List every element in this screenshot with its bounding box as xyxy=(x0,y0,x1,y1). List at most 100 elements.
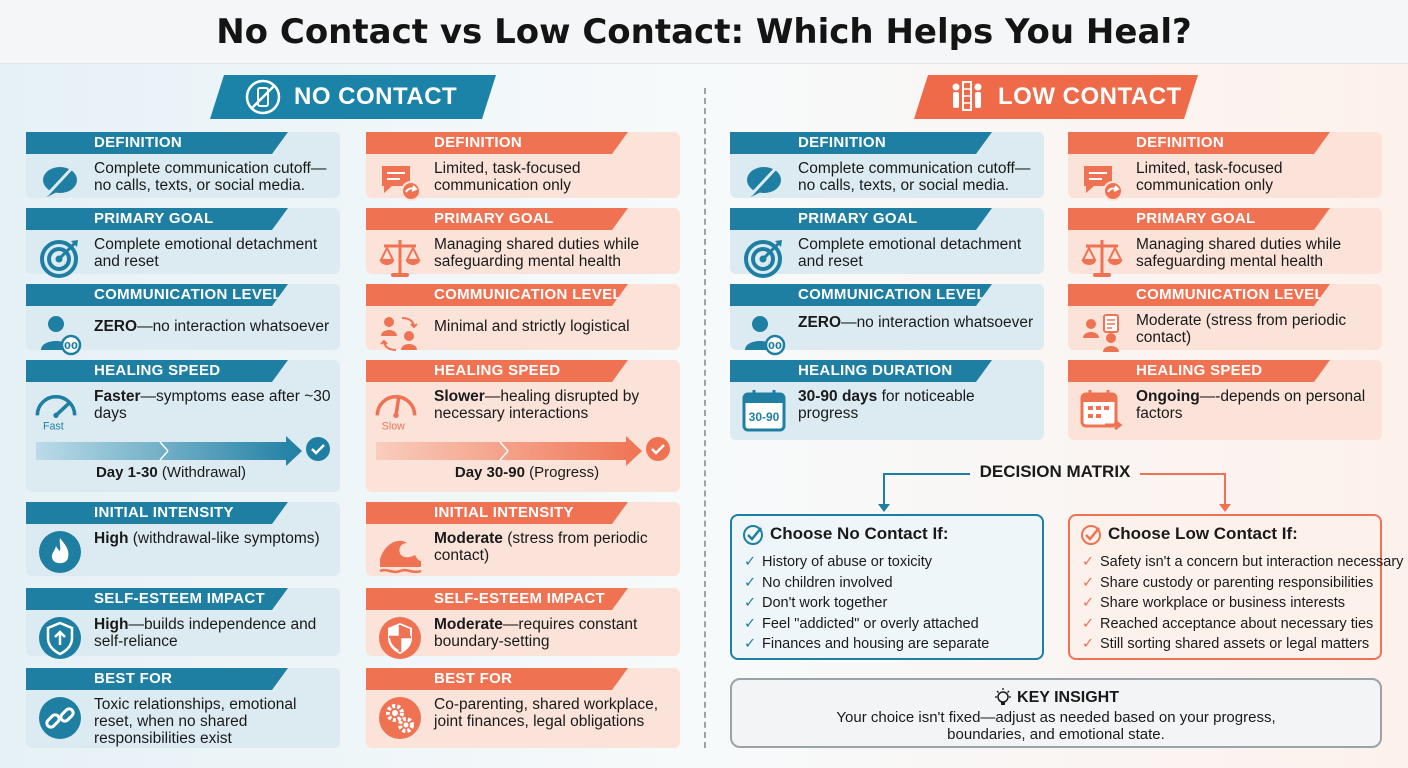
check-icon: ✓ xyxy=(744,554,757,570)
no-contact-banner-label: NO CONTACT xyxy=(294,83,458,110)
card-text: ZERO—no interaction whatsoever xyxy=(798,314,1034,331)
scale-icon xyxy=(376,234,424,282)
healing-duration-card: HEALING DURATION 30-90 30-90 days for no… xyxy=(730,360,1044,440)
check-circle-icon xyxy=(1081,525,1101,545)
check-icon: ✓ xyxy=(1082,636,1095,652)
key-insight-box: KEY INSIGHT Your choice isn't fixed—adju… xyxy=(730,678,1382,748)
card-label: HEALING SPEED xyxy=(366,360,628,382)
gauge-slow-icon: Slow xyxy=(372,386,420,434)
choose-no-contact-panel: Choose No Contact If: ✓History of abuse … xyxy=(730,514,1044,660)
card-text: Complete emotional detachment and reset xyxy=(94,236,318,270)
withdrawal-progress-label: Day 1-30 (Withdrawal) xyxy=(95,464,247,481)
no-contact-criteria-list: ✓History of abuse or toxicity ✓No childr… xyxy=(744,552,989,655)
communication-level-card: COMMUNICATION LEVEL 00 ZERO—no interacti… xyxy=(26,284,340,356)
card-text: Limited, task-focused communication only xyxy=(1136,160,1283,194)
check-icon: ✓ xyxy=(744,574,757,591)
card-label: INITIAL INTENSITY xyxy=(26,502,288,524)
chat-slash-icon xyxy=(36,158,84,206)
list-item: ✓History of abuse or toxicity xyxy=(744,552,989,573)
healing-speed-card: HEALING SPEED Fast Faster—symptoms ease … xyxy=(26,360,340,492)
card-label: BEST FOR xyxy=(366,668,628,690)
card-label: HEALING DURATION xyxy=(730,360,992,382)
primary-goal-card: PRIMARY GOAL Complete emotional detachme… xyxy=(26,208,340,278)
initial-intensity-card: INITIAL INTENSITY High (withdrawal-like … xyxy=(26,502,340,576)
list-item: ✓Safety isn't a concern but interaction … xyxy=(1082,552,1403,573)
card-text: Co-parenting, shared workplace, joint fi… xyxy=(434,696,659,730)
target-icon xyxy=(36,234,84,282)
definition-card: DEFINITION Limited, task-focused communi… xyxy=(366,132,680,201)
card-text: Managing shared duties while safeguardin… xyxy=(1136,236,1342,270)
self-esteem-impact-card: SELF-ESTEEM IMPACT High—builds independe… xyxy=(26,588,340,659)
card-label: DEFINITION xyxy=(26,132,288,154)
card-label: COMMUNICATION LEVEL xyxy=(366,284,628,306)
low-contact-banner-label: LOW CONTACT xyxy=(998,83,1182,110)
people-wall-icon xyxy=(948,78,986,116)
card-label: COMMUNICATION LEVEL xyxy=(730,284,992,306)
card-label: COMMUNICATION LEVEL xyxy=(26,284,288,306)
person-zero-icon: 00 xyxy=(740,310,788,358)
gears-icon xyxy=(376,694,424,742)
list-item: ✓Still sorting shared assets or legal ma… xyxy=(1082,634,1403,655)
card-text: Toxic relationships, emotional reset, wh… xyxy=(94,696,297,747)
list-item: ✓Reached acceptance about necessary ties xyxy=(1082,614,1403,635)
progress-phase-bar xyxy=(376,436,672,466)
key-insight-title: KEY INSIGHT xyxy=(732,688,1380,708)
card-label: COMMUNICATION LEVEL xyxy=(1068,284,1330,306)
best-for-card: BEST FOR Co-parenting, shared workplace,… xyxy=(366,668,680,748)
card-text: Complete communication cutoff—no calls, … xyxy=(798,160,1031,194)
definition-card: DEFINITION Complete communication cutoff… xyxy=(26,132,340,198)
card-label: DEFINITION xyxy=(730,132,992,154)
flame-icon xyxy=(36,528,84,576)
card-text: 30-90 days for noticeable progress xyxy=(798,388,975,422)
center-divider xyxy=(704,88,706,748)
card-text: High (withdrawal-like symptoms) xyxy=(94,530,320,547)
lightbulb-icon xyxy=(995,688,1012,705)
decision-matrix-arrows xyxy=(878,473,1231,512)
definition-card: DEFINITION Complete communication cutoff… xyxy=(730,132,1044,198)
check-icon: ✓ xyxy=(1082,615,1095,632)
best-for-card: BEST FOR Toxic relationships, emotional … xyxy=(26,668,340,748)
card-text: Faster—symptoms ease after ~30 days xyxy=(94,388,331,422)
card-label: BEST FOR xyxy=(26,668,288,690)
key-insight-body: Your choice isn't fixed—adjust as needed… xyxy=(836,709,1276,743)
svg-text:00: 00 xyxy=(768,341,782,352)
communication-level-card: COMMUNICATION LEVEL Moderate (stress fro… xyxy=(1068,284,1382,352)
check-circle-icon xyxy=(743,525,763,545)
communication-level-card: COMMUNICATION LEVEL 00 ZERO—no interacti… xyxy=(730,284,1044,356)
chat-slash-icon xyxy=(740,158,788,206)
initial-intensity-card: INITIAL INTENSITY Moderate (stress from … xyxy=(366,502,680,576)
calendar-arrow-icon xyxy=(1078,386,1126,434)
card-text: Moderate—requires constant boundary-sett… xyxy=(434,616,638,650)
card-text: Minimal and strictly logistical xyxy=(434,318,630,335)
card-text: ZERO—no interaction whatsoever xyxy=(94,318,330,335)
svg-text:00: 00 xyxy=(64,341,78,352)
choose-low-contact-heading: Choose Low Contact If: xyxy=(1108,524,1298,543)
shield-up-icon xyxy=(36,614,84,662)
list-item: ✓Share custody or parenting responsibili… xyxy=(1082,573,1403,594)
card-text: Managing shared duties while safeguardin… xyxy=(434,236,640,270)
card-label: PRIMARY GOAL xyxy=(26,208,288,230)
list-item: ✓Feel "addicted" or overly attached xyxy=(744,614,989,635)
list-item: ✓Finances and housing are separate xyxy=(744,634,989,655)
target-icon xyxy=(740,234,788,282)
check-icon: ✓ xyxy=(744,636,757,652)
low-contact-banner: LOW CONTACT xyxy=(914,75,1198,119)
person-zero-icon: 00 xyxy=(36,310,84,358)
broken-link-icon xyxy=(36,694,84,742)
check-icon: ✓ xyxy=(1082,554,1095,570)
progress-phase-label: Day 30-90 (Progress) xyxy=(454,464,600,481)
card-text: Slower—healing disrupted by necessary in… xyxy=(434,388,640,422)
check-icon: ✓ xyxy=(1082,574,1095,591)
card-label: PRIMARY GOAL xyxy=(1068,208,1330,230)
list-item: ✓Don't work together xyxy=(744,593,989,614)
check-icon: ✓ xyxy=(744,615,757,632)
choose-no-contact-heading: Choose No Contact If: xyxy=(770,524,949,543)
people-document-icon xyxy=(1078,310,1126,358)
card-label: PRIMARY GOAL xyxy=(366,208,628,230)
card-label: INITIAL INTENSITY xyxy=(366,502,628,524)
card-text: Moderate (stress from periodic contact) xyxy=(1136,312,1347,346)
calendar-icon: 30-90 xyxy=(740,386,788,434)
card-label: SELF-ESTEEM IMPACT xyxy=(366,588,628,610)
choose-low-contact-panel: Choose Low Contact If: ✓Safety isn't a c… xyxy=(1068,514,1403,660)
chat-arrow-icon xyxy=(1078,158,1126,206)
